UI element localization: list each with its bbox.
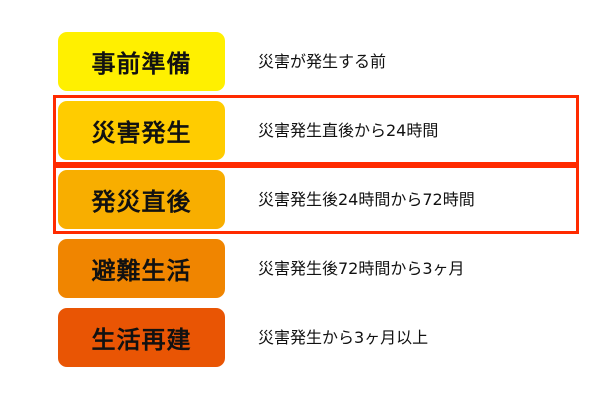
phase-row-occurrence: 災害発生 災害発生直後から24時間: [58, 101, 578, 160]
phase-badge: 避難生活: [58, 239, 225, 298]
phase-badge: 災害発生: [58, 101, 225, 160]
phase-row-immediate: 発災直後 災害発生後24時間から72時間: [58, 170, 578, 229]
phase-row-reconstruction: 生活再建 災害発生から3ヶ月以上: [58, 308, 578, 367]
phase-description: 災害発生後24時間から72時間: [258, 190, 475, 209]
highlight-frame-immediate: [53, 165, 579, 234]
phase-description: 災害が発生する前: [258, 52, 387, 71]
phase-badge: 生活再建: [58, 308, 225, 367]
phase-row-evacuation: 避難生活 災害発生後72時間から3ヶ月: [58, 239, 578, 298]
phase-description: 災害発生直後から24時間: [258, 121, 439, 140]
phase-badge: 事前準備: [58, 32, 225, 91]
phase-badge: 発災直後: [58, 170, 225, 229]
phase-row-preparation: 事前準備 災害が発生する前: [58, 32, 578, 91]
phase-description: 災害発生後72時間から3ヶ月: [258, 259, 465, 278]
phase-description: 災害発生から3ヶ月以上: [258, 328, 429, 347]
highlight-frame-occurrence: [53, 95, 579, 165]
